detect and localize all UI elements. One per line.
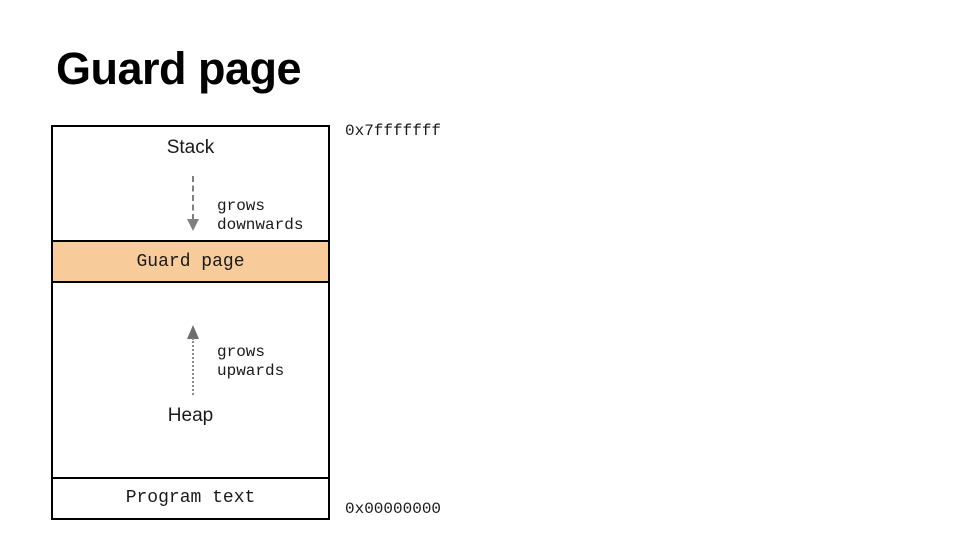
region-label-program-text: Program text — [125, 488, 256, 508]
growth-caption-stack-line1: grows — [217, 197, 266, 215]
address-label-top: 0x7fffffff — [345, 122, 442, 140]
region-label-stack: Stack — [166, 137, 215, 158]
memory-region-program-text: Program text — [53, 477, 328, 518]
page-title: Guard page — [56, 43, 302, 94]
region-label-guard-page: Guard page — [136, 252, 245, 272]
arrow-up-head — [187, 325, 199, 339]
growth-caption-stack-line2: downwards — [217, 216, 304, 234]
memory-region-guard-page: Guard page — [53, 240, 328, 283]
arrow-up-icon — [186, 325, 200, 395]
memory-region-stack: Stack grows downwards — [53, 127, 328, 240]
memory-layout-diagram: Stack grows downwards Guard page grows u… — [51, 125, 330, 520]
growth-caption-stack: grows downwards — [217, 197, 303, 235]
region-label-heap: Heap — [167, 405, 214, 426]
arrow-down-shaft — [192, 176, 194, 220]
arrow-down-head — [187, 219, 199, 231]
growth-caption-heap-line2: upwards — [217, 362, 285, 380]
arrow-down-icon — [186, 176, 200, 234]
address-label-bottom: 0x00000000 — [345, 500, 442, 518]
memory-region-heap: grows upwards Heap — [53, 283, 328, 477]
arrow-up-shaft — [192, 338, 194, 395]
growth-caption-heap-line1: grows — [217, 343, 266, 361]
growth-caption-heap: grows upwards — [217, 343, 284, 381]
